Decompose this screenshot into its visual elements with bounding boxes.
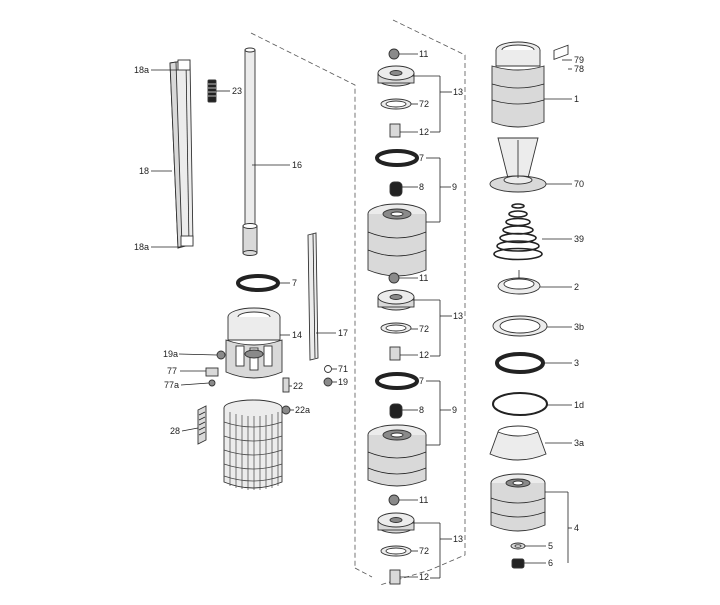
label-r1d: 1d: [574, 400, 584, 410]
label-s1-72: 72: [419, 99, 429, 109]
part-6-nut: [511, 558, 525, 569]
part-1-discharge-head: [491, 41, 569, 128]
label-s1-11: 11: [419, 49, 428, 59]
label-p23: 23: [232, 86, 242, 96]
part-3-ring: [495, 352, 545, 374]
label-p71: 71: [338, 364, 348, 374]
label-r78: 78: [574, 64, 584, 74]
part-16-shaft: [242, 47, 258, 256]
label-s1-12: 12: [419, 127, 429, 137]
label-r1: 1: [574, 94, 579, 104]
label-s1-9: 9: [452, 182, 457, 192]
label-p28: 28: [170, 426, 180, 436]
label-s3-12: 12: [419, 572, 429, 582]
label-r5: 5: [548, 541, 553, 551]
label-p7-left: 7: [292, 278, 297, 288]
label-s2-9: 9: [452, 405, 457, 415]
label-p19a: 19a: [163, 349, 178, 359]
label-p14: 14: [292, 330, 302, 340]
label-s2-12: 12: [419, 350, 429, 360]
label-s1-8: 8: [419, 182, 424, 192]
part-labels: 18a 18 18a 23 16 7 14 17 19a 77 77a 22 2…: [134, 49, 584, 582]
label-r3b: 3b: [574, 322, 584, 332]
part-14-suction-housing: [225, 307, 283, 379]
label-r2: 2: [574, 282, 579, 292]
label-p22a: 22a: [295, 405, 310, 415]
label-r6: 6: [548, 558, 553, 568]
label-s3-13: 13: [453, 534, 463, 544]
label-p18a-bot: 18a: [134, 242, 149, 252]
label-s3-11: 11: [419, 495, 428, 505]
label-p18a-top: 18a: [134, 65, 149, 75]
label-p18: 18: [139, 166, 149, 176]
label-s1-13: 13: [453, 87, 463, 97]
part-23-spring: [207, 79, 217, 103]
label-p22: 22: [293, 381, 303, 391]
part-17-cable-plate: [307, 232, 319, 361]
label-p17: 17: [338, 328, 348, 338]
label-s2-72: 72: [419, 324, 429, 334]
label-s2-7: 7: [419, 376, 424, 386]
part-1d-ring: [492, 392, 548, 416]
part-3a-cone: [489, 425, 547, 461]
part-28-strainer-plate: [197, 405, 207, 445]
label-r3: 3: [574, 358, 579, 368]
stage-2-parts: [367, 272, 427, 487]
label-s3-72: 72: [419, 546, 429, 556]
label-r39: 39: [574, 234, 584, 244]
label-s2-8: 8: [419, 405, 424, 415]
label-p19: 19: [338, 377, 348, 387]
part-4-bowl: [490, 473, 546, 532]
small-fasteners: [205, 350, 333, 415]
label-s1-7: 7: [419, 153, 424, 163]
label-p77a: 77a: [164, 380, 179, 390]
label-r3a: 3a: [574, 438, 584, 448]
part-70-cone: [489, 137, 547, 193]
label-r70: 70: [574, 179, 584, 189]
part-3b-washer: [492, 315, 548, 337]
part-7-left-ring: [236, 274, 280, 292]
part-2-plate: [497, 270, 541, 295]
strainer-basket: [223, 399, 283, 490]
leader-lines: [151, 53, 572, 579]
label-s2-13: 13: [453, 311, 463, 321]
dashed-center-lines: [250, 19, 466, 586]
label-r4: 4: [574, 523, 579, 533]
stage-3-parts: [377, 494, 415, 585]
part-5-washer: [510, 542, 526, 550]
label-p16: 16: [292, 160, 302, 170]
stage-1-parts: [367, 48, 427, 277]
label-p77: 77: [167, 366, 177, 376]
label-s2-11: 11: [419, 273, 428, 283]
label-r79: 79: [574, 55, 584, 65]
part-18-cable-guard: [169, 59, 194, 249]
part-39-spring-cone: [493, 203, 543, 261]
